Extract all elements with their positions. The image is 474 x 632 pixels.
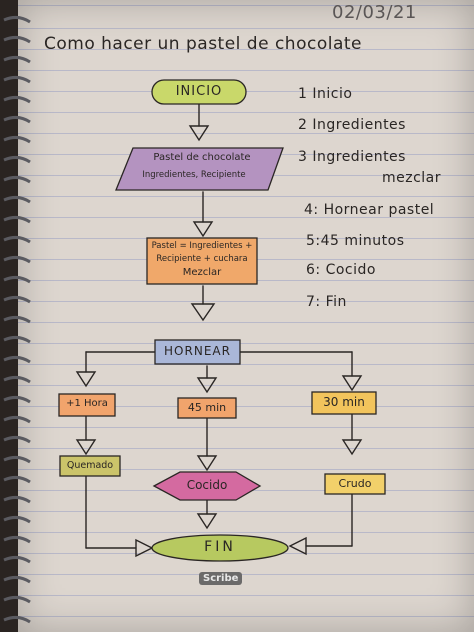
one-hour-label: +1 Hora: [66, 398, 108, 409]
hornear-node: [154, 339, 241, 365]
fin-label: FIN: [204, 539, 236, 555]
process-label-2: Recipiente + cuchara: [156, 254, 248, 264]
step-2: 2 Ingredientes: [298, 117, 406, 133]
step-4: 4: Hornear pastel: [304, 202, 435, 218]
process-label-1: Pastel = Ingredientes +: [151, 241, 253, 251]
crudo-label: Crudo: [338, 477, 372, 490]
fin-node: [151, 534, 289, 562]
quemado-node: [59, 455, 121, 477]
forty-five-min-label: 45 min: [187, 401, 227, 414]
step-3: 3 Ingredientes: [298, 149, 406, 165]
step-1: 1 Inicio: [298, 86, 353, 102]
step-6: 6: Cocido: [306, 262, 376, 278]
hornear-label: HORNEAR: [164, 344, 231, 358]
input-node: [115, 147, 284, 191]
inicio-node: [151, 79, 247, 105]
inicio-label: INICIO: [175, 84, 223, 99]
thirty-min-label: 30 min: [323, 395, 365, 409]
forty-five-min-node: [177, 397, 237, 419]
quemado-label: Quemado: [66, 460, 114, 471]
notebook-page: [18, 0, 474, 632]
spiral-binding: [3, 15, 31, 624]
thirty-min-node: [311, 391, 377, 415]
process-label-3: Mezclar: [182, 267, 222, 278]
input-label-2: Ingredientes, Recipiente: [142, 170, 246, 180]
crudo-node: [324, 473, 386, 495]
page-title: Como hacer un pastel de chocolate: [44, 34, 362, 54]
cocido-node: [152, 471, 262, 501]
scribe-watermark: Scribe: [199, 572, 243, 585]
one-hour-node: [58, 393, 116, 417]
input-label-1: Pastel de chocolate: [153, 152, 251, 163]
process-node: [146, 237, 258, 285]
step-7: 7: Fin: [306, 294, 347, 310]
step-5: 5:45 minutos: [306, 233, 405, 249]
step-3-continued: mezclar: [382, 170, 442, 186]
cocido-label: Cocido: [186, 478, 228, 492]
date-label: 02/03/21: [332, 2, 417, 23]
